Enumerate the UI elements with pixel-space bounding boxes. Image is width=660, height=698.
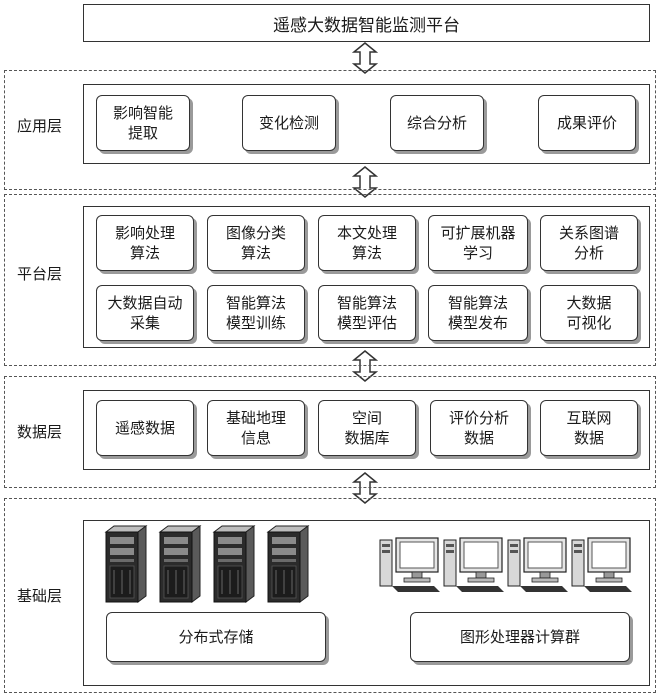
infrastructure-layer-label: 基础层 [17, 586, 63, 605]
platform-module: 关系图谱 分析 [540, 215, 638, 271]
double-arrow-icon [352, 472, 378, 504]
platform-module: 智能算法 模型训练 [207, 285, 305, 341]
data-layer-label: 数据层 [17, 422, 63, 441]
platform-module: 影响处理 算法 [96, 215, 194, 271]
desktop-computer-icon [379, 537, 633, 593]
platform-module: 智能算法 模型发布 [428, 285, 528, 341]
platform-layer [4, 194, 656, 366]
application-layer [4, 70, 656, 190]
double-arrow-icon [352, 350, 378, 382]
platform-module: 大数据 可视化 [540, 285, 638, 341]
data-module: 评价分析 数据 [430, 400, 528, 456]
platform-module: 大数据自动 采集 [96, 285, 194, 341]
data-module: 基础地理 信息 [207, 400, 305, 456]
server-tower-icon [105, 525, 309, 603]
data-module: 遥感数据 [96, 400, 194, 456]
platform-layer-label: 平台层 [17, 264, 63, 283]
platform-module: 智能算法 模型评估 [318, 285, 416, 341]
platform-module: 可扩展机器 学习 [428, 215, 528, 271]
app-module-analysis: 综合分析 [390, 95, 484, 151]
data-module: 互联网 数据 [540, 400, 638, 456]
platform-title: 遥感大数据智能监测平台 [83, 4, 650, 42]
platform-module: 本文处理 算法 [318, 215, 416, 271]
platform-module: 图像分类 算法 [207, 215, 305, 271]
infrastructure-layer [4, 498, 656, 693]
gpu-cluster: 图形处理器计算群 [410, 612, 630, 662]
app-module-evaluation: 成果评价 [538, 95, 636, 151]
data-module: 空间 数据库 [318, 400, 416, 456]
distributed-storage: 分布式存储 [106, 612, 326, 662]
app-module-change-detection: 变化检测 [242, 95, 336, 151]
data-layer [4, 376, 656, 488]
app-module-extraction: 影响智能 提取 [96, 95, 190, 151]
double-arrow-icon [352, 42, 378, 74]
application-layer-label: 应用层 [17, 116, 63, 135]
